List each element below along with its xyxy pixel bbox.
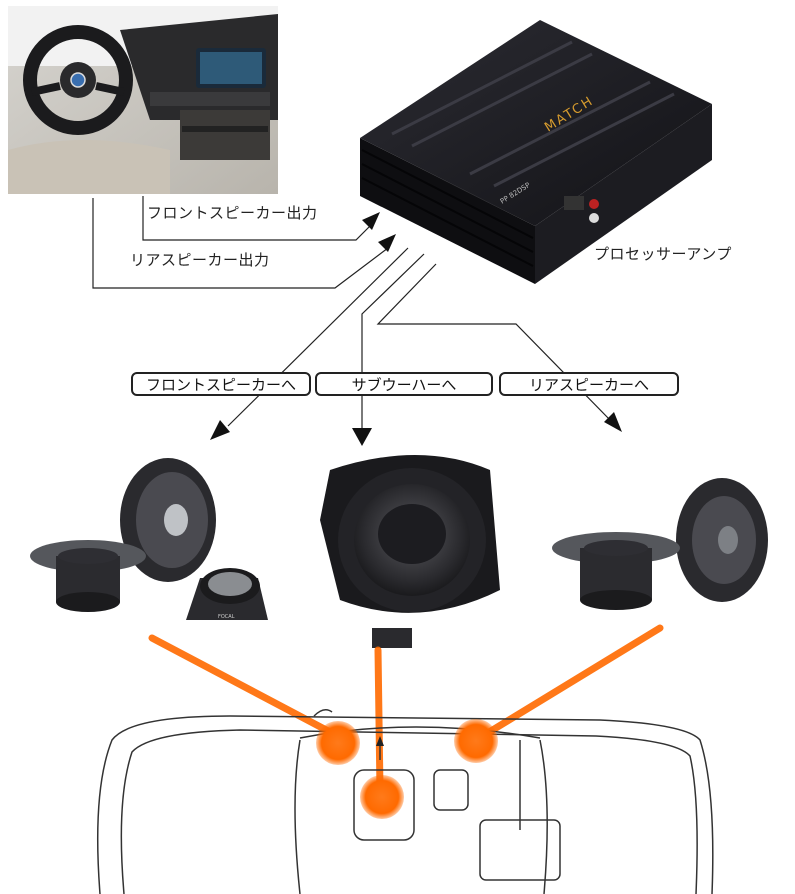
subwoofer <box>320 455 500 648</box>
car-interior-photo <box>8 6 278 194</box>
rear-output-label: リアスピーカー出力 <box>130 251 270 269</box>
subwoofer-position <box>360 775 404 819</box>
input-signal-lines <box>92 196 389 289</box>
processor-amplifier <box>360 20 712 284</box>
front-speaker-position <box>316 721 360 765</box>
speaker-position-beams <box>148 624 664 794</box>
rear-output-arrowhead <box>378 234 396 252</box>
rear-speaker-position <box>454 719 498 763</box>
car-outline <box>96 709 714 894</box>
rear-speaker-set <box>552 478 768 610</box>
car-center-marker <box>376 736 384 746</box>
front-speaker-set <box>30 458 268 620</box>
processor-amp-label: プロセッサーアンプ <box>594 245 732 263</box>
tweeter-brand-label: FOCAL <box>218 614 235 620</box>
front-output-arrowhead <box>362 212 380 230</box>
sub-arrowhead <box>352 428 372 446</box>
front-output-label: フロントスピーカー出力 <box>147 204 318 222</box>
front-speaker-destination: フロントスピーカーへ <box>131 372 311 396</box>
rear-arrowhead <box>604 412 622 432</box>
subwoofer-destination: サブウーハーへ <box>315 372 493 396</box>
front-arrowhead <box>210 420 230 440</box>
output-signal-lines <box>227 247 613 432</box>
rear-speaker-destination: リアスピーカーへ <box>499 372 679 396</box>
